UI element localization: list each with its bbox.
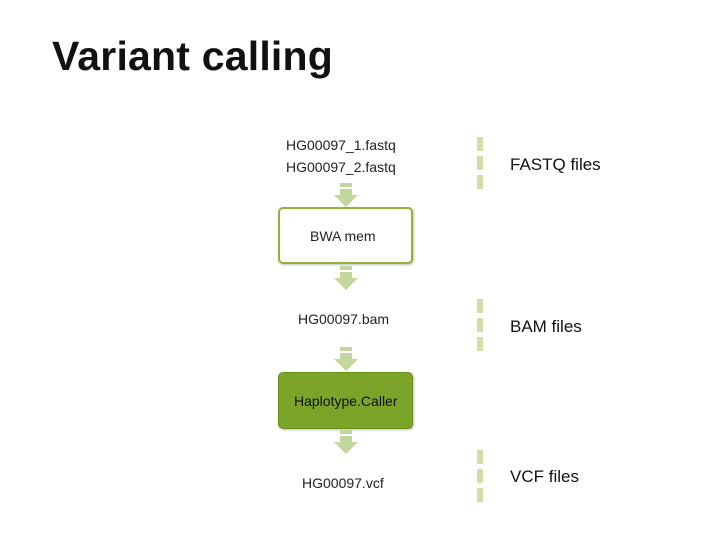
separator-dashes bbox=[477, 450, 483, 502]
bwa-mem-label: BWA mem bbox=[310, 227, 376, 244]
vcf-file: HG00097.vcf bbox=[302, 475, 384, 491]
page-title: Variant calling bbox=[52, 33, 333, 79]
haplotype-caller-label: Haplotype.Caller bbox=[294, 392, 398, 409]
input-file-1: HG00097_1.fastq bbox=[286, 137, 396, 153]
bam-files-label: BAM files bbox=[510, 317, 582, 336]
input-file-2: HG00097_2.fastq bbox=[286, 159, 396, 175]
down-arrow-icon bbox=[334, 183, 358, 207]
fastq-files-label: FASTQ files bbox=[510, 155, 601, 174]
separator-dashes bbox=[477, 299, 483, 351]
haplotype-caller-step: Haplotype.Caller bbox=[278, 372, 413, 429]
input-files: HG00097_1.fastq HG00097_2.fastq bbox=[286, 134, 396, 178]
vcf-files-label: VCF files bbox=[510, 467, 579, 486]
bwa-mem-step: BWA mem bbox=[278, 207, 413, 264]
down-arrow-icon bbox=[334, 430, 358, 454]
bam-file: HG00097.bam bbox=[298, 311, 390, 327]
down-arrow-icon bbox=[334, 266, 358, 290]
separator-dashes bbox=[477, 137, 483, 189]
down-arrow-icon bbox=[334, 347, 358, 371]
